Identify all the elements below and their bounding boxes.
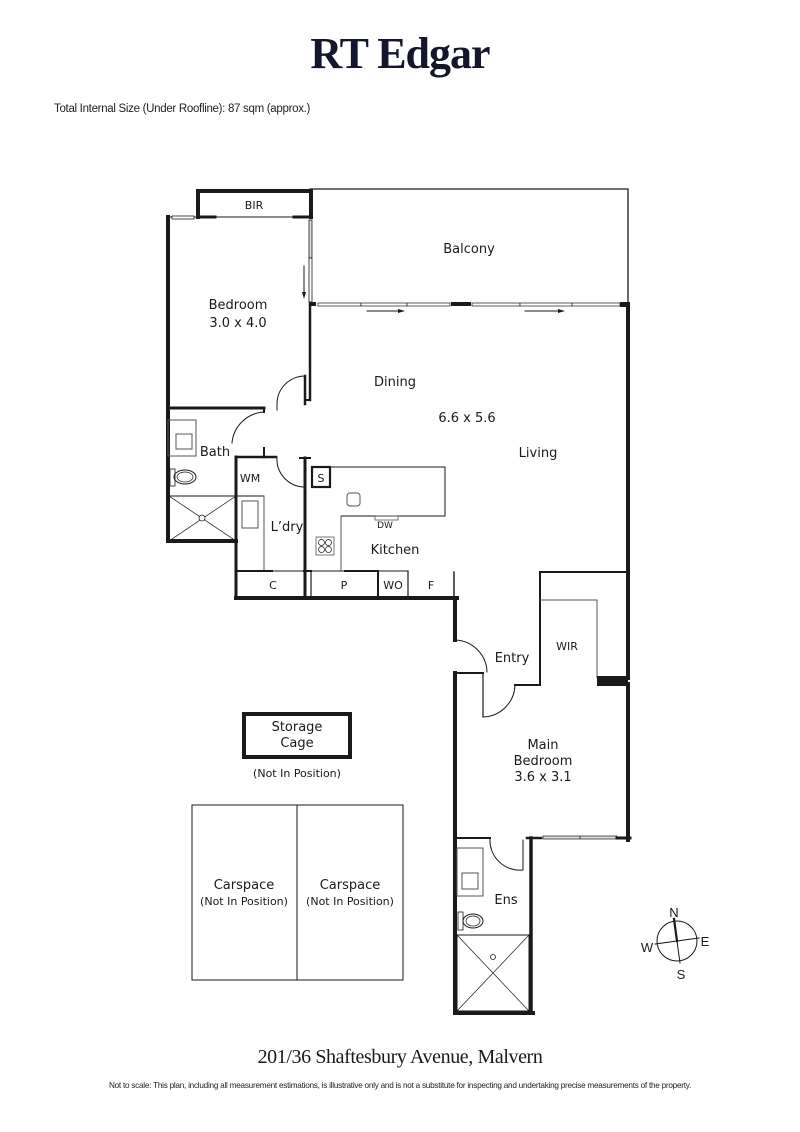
living-label: Living [519, 446, 558, 461]
laundry-label: L’dry [271, 520, 304, 535]
property-address: 201/36 Shaftesbury Avenue, Malvern [257, 1046, 543, 1068]
fridge-label: F [428, 579, 434, 592]
wall-oven-label: WO [383, 579, 403, 592]
bedroom-walls [166, 215, 313, 413]
main-bedroom-label-2: Bedroom [514, 754, 573, 769]
dining-label: Dining [374, 375, 416, 390]
main-bedroom-label-1: Main [527, 738, 558, 753]
main-bedroom-walls [454, 835, 632, 1015]
dishwasher-label: DW [377, 521, 393, 531]
carspace-2-note: (Not In Position) [306, 895, 394, 908]
bedroom-dims: 3.0 x 4.0 [209, 316, 266, 331]
wir-label: WIR [556, 640, 578, 653]
ensuite-fixtures [453, 847, 535, 1015]
carspace-2-label: Carspace [320, 878, 381, 893]
living-dims: 6.6 x 5.6 [438, 411, 495, 426]
carspaces-box [191, 804, 404, 981]
compass-n: N [669, 905, 678, 920]
pantry-label: P [341, 579, 348, 592]
bath-walls [166, 406, 266, 600]
cupboard-c-label: C [269, 579, 277, 592]
compass-s: S [677, 967, 686, 982]
kitchen-label: Kitchen [371, 543, 420, 558]
main-bedroom-dims: 3.6 x 3.1 [514, 770, 571, 785]
bath-label: Bath [200, 445, 230, 460]
bedroom-label: Bedroom [209, 298, 268, 313]
total-size-note: Total Internal Size (Under Roofline): 87… [54, 103, 311, 115]
cupboard-row [234, 570, 459, 600]
storage-label-2: Cage [280, 736, 313, 751]
living-top-sliders [310, 302, 630, 313]
carspace-1-note: (Not In Position) [200, 895, 288, 908]
storage-note: (Not In Position) [253, 767, 341, 780]
sink-label: S [318, 472, 325, 485]
ensuite-label: Ens [494, 893, 517, 908]
storage-cage-box [242, 712, 352, 759]
balcony-outline [309, 188, 629, 303]
compass-e: E [701, 934, 710, 949]
room-labels: BIR Balcony Bedroom 3.0 x 4.0 Dining 6.6… [200, 199, 710, 982]
bir-walls [196, 189, 313, 219]
wir-walls [539, 599, 628, 686]
disclaimer: Not to scale: This plan, including all m… [108, 1081, 692, 1090]
carspace-1-label: Carspace [214, 878, 275, 893]
balcony-label: Balcony [443, 242, 495, 257]
entry-label: Entry [495, 651, 530, 666]
compass-w: W [641, 940, 654, 955]
wm-label: WM [240, 472, 260, 485]
entry-walls [453, 571, 629, 1015]
bir-label: BIR [245, 199, 264, 212]
kitchen-fixtures [310, 465, 446, 572]
laundry-walls [235, 455, 312, 600]
brand-logo: RT Edgar [310, 29, 490, 78]
compass-icon [654, 917, 700, 964]
storage-label-1: Storage [272, 720, 323, 735]
